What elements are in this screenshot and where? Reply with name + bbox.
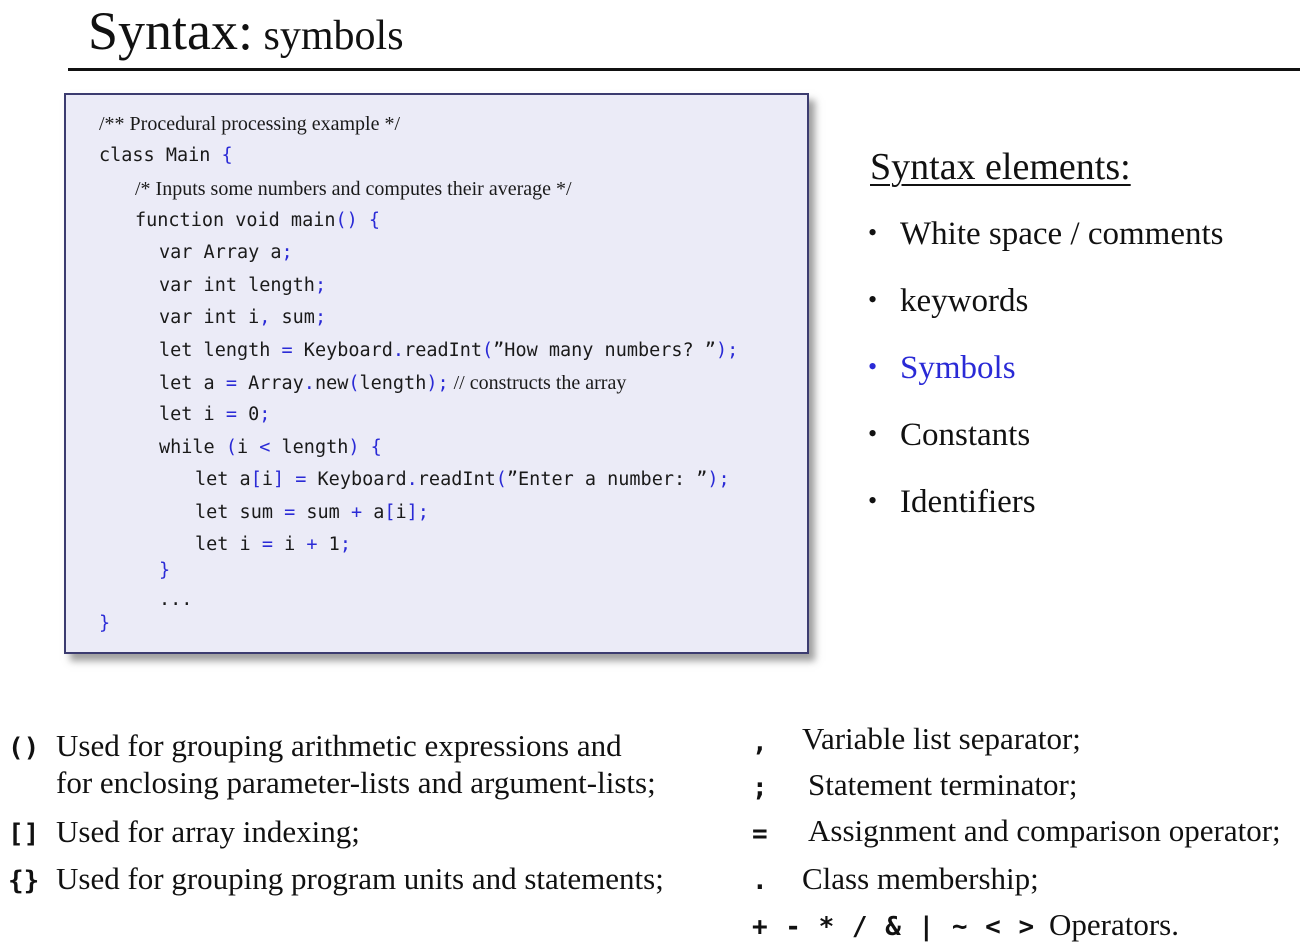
code-line-15: }	[159, 560, 171, 581]
symbol-parens: ()	[8, 733, 40, 763]
code-line-5: var Array a;	[159, 242, 293, 263]
code-line-12: let a[i] = Keyboard.readInt(”Enter a num…	[195, 469, 730, 490]
code-line-4: function void main() {	[135, 210, 381, 231]
title-sub: symbols	[253, 13, 404, 59]
code-line-16: ...	[159, 589, 193, 610]
symbol-comma-desc: Variable list separator;	[802, 721, 1081, 756]
symbol-parens-desc: Used for grouping arithmetic expressions…	[56, 728, 622, 763]
code-line-8: let length = Keyboard.readInt(”How many …	[159, 340, 739, 361]
code-line-9: let a = Array.new(length); // constructs…	[159, 372, 627, 394]
symbol-comma: ,	[752, 728, 768, 758]
symbol-semicolon: ;	[752, 773, 768, 803]
symbol-equals: =	[752, 819, 768, 849]
symbol-brackets: []	[8, 819, 40, 849]
symbol-braces: {}	[8, 866, 40, 896]
code-example-box: /** Procedural processing example */ cla…	[64, 93, 809, 654]
code-line-17: }	[99, 613, 111, 634]
symbol-parens-desc-2: for enclosing parameter-lists and argume…	[56, 765, 656, 800]
symbol-semicolon-desc: Statement terminator;	[808, 767, 1078, 802]
symbol-brackets-desc: Used for array indexing;	[56, 814, 360, 849]
symbol-braces-desc: Used for grouping program units and stat…	[56, 861, 664, 896]
page-title: Syntax: symbols	[88, 0, 404, 67]
symbol-operators: + - * / & | ~ < >	[752, 912, 1035, 942]
syntax-item-keywords: •keywords	[868, 283, 1029, 319]
symbol-dot-desc: Class membership;	[802, 861, 1039, 896]
code-line-7: var int i, sum;	[159, 307, 327, 328]
syntax-item-identifiers: •Identifiers	[868, 484, 1036, 520]
code-line-11: while (i < length) {	[159, 437, 382, 458]
code-line-2: class Main {	[99, 145, 233, 166]
syntax-item-whitespace: •White space / comments	[868, 216, 1224, 252]
code-line-3: /* Inputs some numbers and computes thei…	[135, 178, 572, 200]
code-line-14: let i = i + 1;	[195, 534, 351, 555]
code-line-6: var int length;	[159, 275, 327, 296]
code-line-10: let i = 0;	[159, 404, 271, 425]
syntax-item-symbols: •Symbols	[868, 350, 1016, 386]
code-line-1: /** Procedural processing example */	[99, 113, 401, 135]
symbol-dot: .	[752, 866, 768, 896]
title-divider	[68, 68, 1300, 71]
title-main: Syntax:	[88, 1, 254, 61]
symbol-operators-desc: Operators.	[1049, 907, 1179, 942]
syntax-elements-heading: Syntax elements:	[870, 146, 1131, 188]
code-line-13: let sum = sum + a[i];	[195, 502, 429, 523]
symbol-equals-desc: Assignment and comparison operator;	[808, 813, 1281, 848]
syntax-item-constants: •Constants	[868, 417, 1031, 453]
